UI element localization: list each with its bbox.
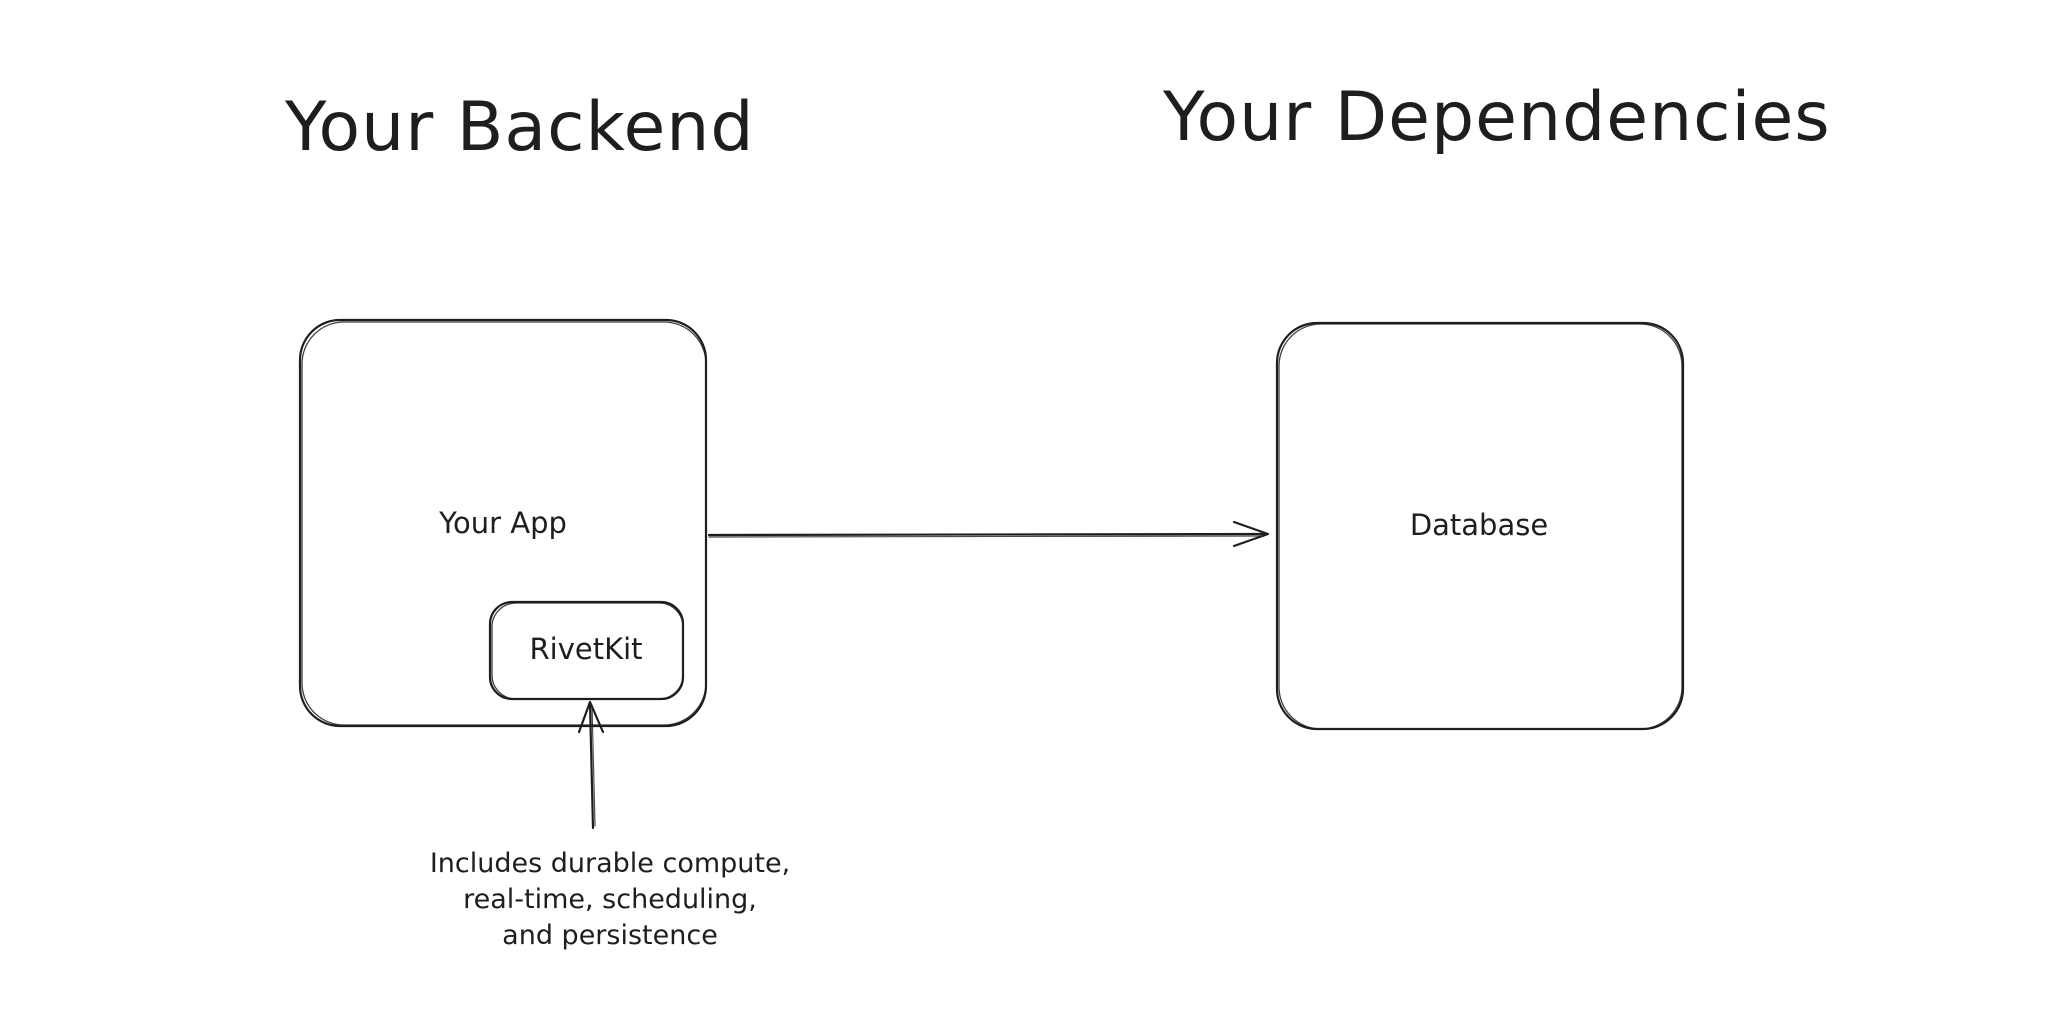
note-line-2: real-time, scheduling,	[463, 884, 757, 915]
rivetkit-label: RivetKit	[529, 632, 642, 666]
database-box	[1275, 321, 1685, 731]
heading-your-backend: Your Backend	[284, 88, 755, 167]
your-app-box	[298, 318, 708, 728]
note-line-1: Includes durable compute,	[430, 848, 790, 879]
heading-your-dependencies: Your Dependencies	[1162, 78, 1831, 157]
note-line-3: and persistence	[502, 920, 718, 951]
database-label: Database	[1410, 508, 1548, 542]
note-to-rivetkit-arrow	[577, 700, 605, 830]
your-app-label: Your App	[438, 506, 567, 540]
app-to-database-arrow	[707, 520, 1270, 548]
rivetkit-box	[488, 600, 685, 701]
